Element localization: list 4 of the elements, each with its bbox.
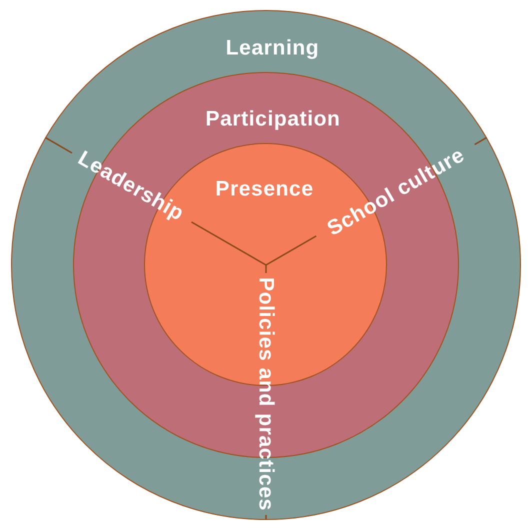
segment-label: Policies and practices xyxy=(254,277,278,511)
ring-title: Learning xyxy=(226,36,320,60)
ring-title: Participation xyxy=(206,107,340,131)
ring-title: Presence xyxy=(215,176,314,200)
